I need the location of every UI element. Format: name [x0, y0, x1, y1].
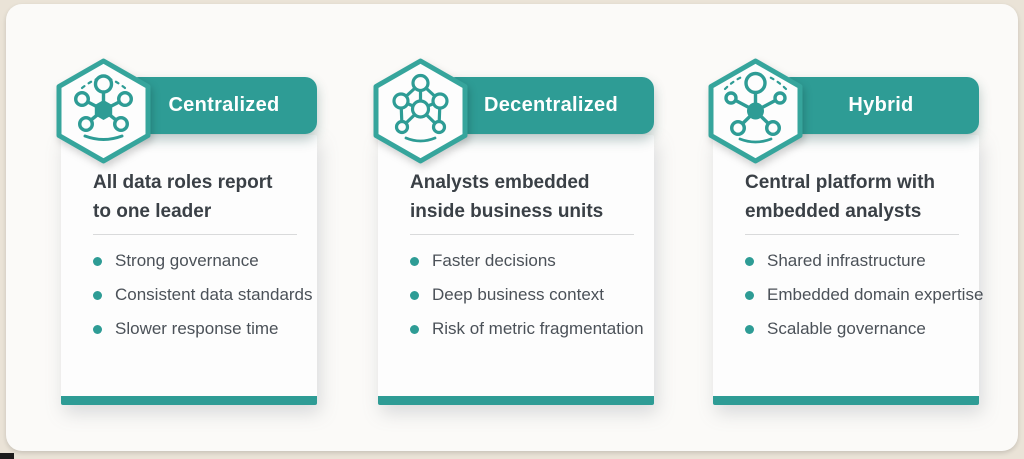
bullet-item: Risk of metric fragmentation [410, 312, 644, 346]
bullet-dot-icon [93, 290, 102, 300]
bullet-item: Scalable governance [745, 312, 959, 346]
bullet-label: Faster decisions [432, 251, 556, 270]
bullet-item: Consistent data standards [93, 278, 313, 312]
card-centralized: Centralized All data roles report to one… [56, 58, 317, 405]
bullet-label: Slower response time [115, 319, 279, 338]
bullet-label: Deep business context [432, 285, 604, 304]
bullet-item: Slower response time [93, 312, 297, 346]
card-header-band: Hybrid [783, 77, 979, 134]
card-subtitle: All data roles report to one leader [93, 172, 273, 222]
bullet-item: Deep business context [410, 278, 634, 312]
bullet-dot-icon [745, 290, 754, 300]
centralized-hub-network-icon [56, 58, 151, 164]
bullet-label: Shared infrastructure [767, 251, 926, 270]
bullet-label: Scalable governance [767, 319, 926, 338]
bullet-dot-icon [93, 256, 102, 266]
card-title: Decentralized [484, 94, 618, 116]
card-hybrid: Hybrid Central platform with embedded an… [708, 58, 983, 405]
hybrid-network-icon [708, 58, 803, 164]
card-title: Centralized [168, 94, 280, 116]
decentralized-mesh-network-icon [373, 58, 468, 164]
bullet-label: Strong governance [115, 251, 259, 270]
bullet-list: Faster decisions Deep business context R… [410, 244, 644, 346]
bullet-label: Risk of metric fragmentation [432, 319, 644, 338]
bullet-item: Strong governance [93, 244, 297, 278]
card-decentralized: Decentralized Analysts embedded inside b… [373, 58, 654, 405]
bullet-list: Shared infrastructure Embedded domain ex… [745, 244, 983, 346]
screen-corner-artifact [0, 453, 14, 459]
card-header-band: Centralized [131, 77, 317, 134]
card-body: Analysts embedded inside business units … [378, 135, 654, 405]
card-body: All data roles report to one leader Stro… [61, 135, 317, 405]
bullet-dot-icon [93, 324, 102, 334]
bullet-item: Shared infrastructure [745, 244, 959, 278]
bullet-item: Embedded domain expertise [745, 278, 983, 312]
card-title: Hybrid [848, 94, 914, 116]
bullet-dot-icon [410, 290, 419, 300]
bullet-dot-icon [745, 324, 754, 334]
bullet-label: Embedded domain expertise [767, 285, 984, 304]
bullet-label: Consistent data standards [115, 285, 313, 304]
divider [93, 234, 297, 235]
card-subtitle: Analysts embedded inside business units [410, 172, 604, 222]
card-subtitle: Central platform with embedded analysts [745, 172, 936, 222]
slide-canvas: Centralized All data roles report to one… [6, 4, 1018, 451]
bullet-item: Faster decisions [410, 244, 634, 278]
card-body: Central platform with embedded analysts … [713, 135, 983, 405]
bullet-dot-icon [410, 324, 419, 334]
bullet-list: Strong governance Consistent data standa… [93, 244, 313, 346]
divider [745, 234, 959, 235]
bullet-dot-icon [410, 256, 419, 266]
bullet-dot-icon [745, 256, 754, 266]
card-header-band: Decentralized [448, 77, 654, 134]
divider [410, 234, 634, 235]
